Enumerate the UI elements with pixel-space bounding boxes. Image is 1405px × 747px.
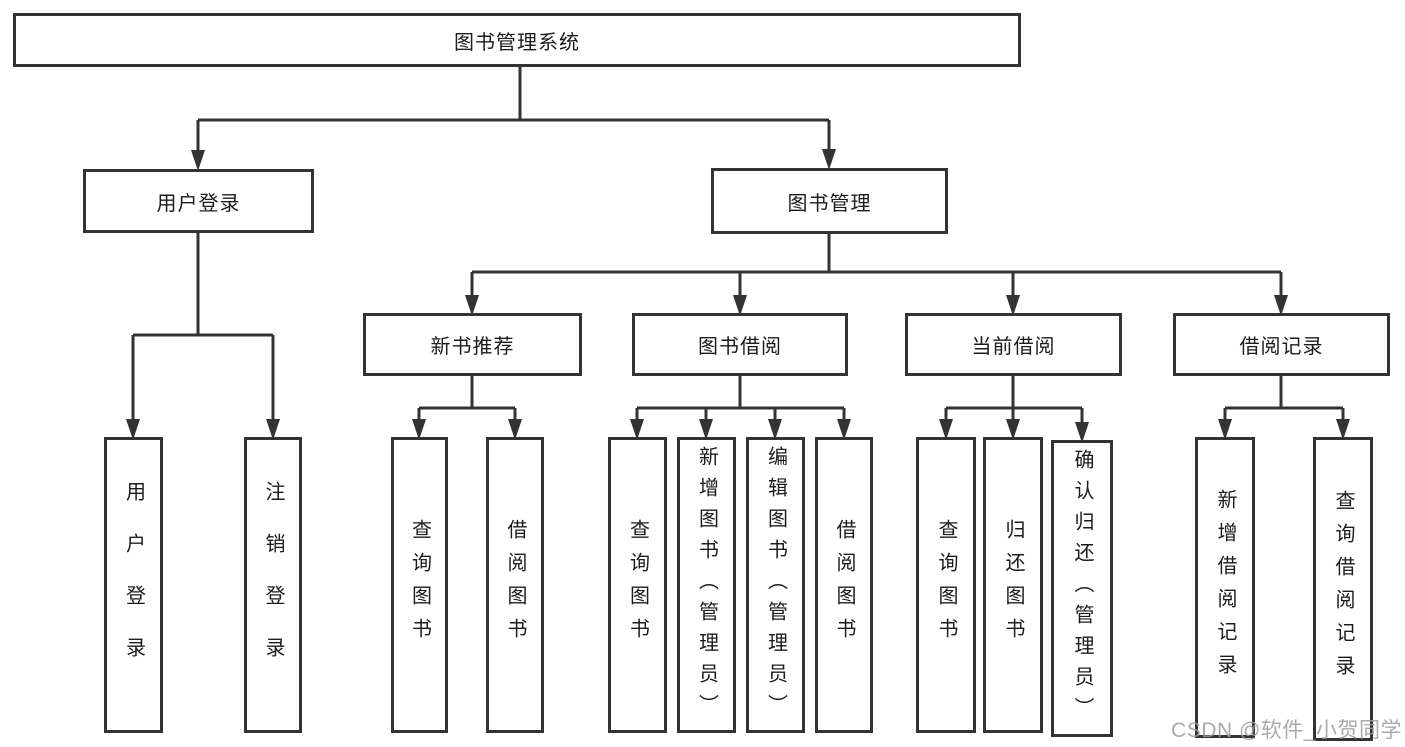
arrowhead-down-icon	[465, 295, 479, 316]
connector-line	[417, 376, 517, 422]
node-book-borrowing: 图书借阅	[632, 313, 848, 376]
node-borrowing-records: 借阅记录	[1173, 313, 1390, 376]
leaf-label: 用户登录	[122, 481, 145, 689]
leaf-label: 查询图书	[626, 519, 649, 651]
arrowhead-down-icon	[508, 419, 522, 440]
leaf-confirm-return-admin: 确认归还（管理员）	[1051, 440, 1113, 737]
leaf-query-borrow-record: 查询借阅记录	[1313, 437, 1373, 741]
leaf-label: 注销登录	[262, 481, 284, 689]
arrowhead-down-icon	[1006, 295, 1020, 316]
node-user-login-group: 用户登录	[83, 169, 314, 233]
leaf-add-book-admin: 新增图书（管理员）	[677, 437, 736, 733]
arrowhead-down-icon	[1274, 295, 1288, 316]
arrowhead-down-icon	[630, 419, 644, 440]
leaf-label: 新增借阅记录	[1214, 488, 1236, 687]
connector-line	[470, 234, 1283, 297]
leaf-label: 确认归还（管理员）	[1071, 449, 1093, 728]
connector-line	[131, 233, 275, 421]
leaf-query-books-recommend: 查询图书	[391, 437, 448, 733]
node-library-management-system: 图书管理系统	[13, 13, 1021, 67]
arrowhead-down-icon	[1336, 419, 1350, 440]
arrowhead-down-icon	[837, 419, 851, 440]
node-current-borrowing: 当前借阅	[905, 313, 1122, 376]
node-book-management: 图书管理	[711, 168, 948, 234]
arrowhead-down-icon	[939, 419, 953, 440]
arrowhead-down-icon	[733, 295, 747, 316]
leaf-add-borrow-record: 新增借阅记录	[1195, 437, 1255, 738]
leaf-label: 借阅图书	[833, 519, 855, 651]
leaf-label: 查询图书	[935, 519, 957, 651]
connector-line	[944, 376, 1084, 424]
arrowhead-down-icon	[126, 419, 140, 440]
connector-line	[635, 376, 846, 422]
leaf-label: 查询借阅记录	[1332, 490, 1354, 688]
leaf-borrow-books: 借阅图书	[815, 437, 873, 733]
leaf-borrow-books-recommend: 借阅图书	[486, 437, 544, 733]
arrowhead-down-icon	[822, 149, 836, 170]
arrowhead-down-icon	[1218, 419, 1232, 440]
connector-line	[1223, 376, 1345, 422]
arrowhead-down-icon	[1075, 422, 1089, 443]
node-new-book-recommend: 新书推荐	[363, 313, 582, 376]
csdn-watermark: CSDN @软件_小贺同学	[1171, 719, 1402, 742]
leaf-return-book: 归还图书	[983, 437, 1043, 733]
leaf-logout: 注销登录	[244, 437, 302, 733]
arrowhead-down-icon	[412, 419, 426, 440]
arrowhead-down-icon	[699, 419, 713, 440]
leaf-query-books-borrowing: 查询图书	[608, 437, 667, 733]
leaf-label: 查询图书	[408, 519, 431, 651]
arrowhead-down-icon	[768, 419, 782, 440]
leaf-label: 新增图书（管理员）	[695, 445, 718, 725]
arrowhead-down-icon	[191, 150, 205, 171]
leaf-label: 归还图书	[1002, 519, 1024, 651]
arrowhead-down-icon	[266, 419, 280, 440]
leaf-label: 借阅图书	[504, 519, 526, 651]
arrowhead-down-icon	[1006, 419, 1020, 440]
leaf-query-books-current: 查询图书	[916, 437, 976, 733]
connector-line	[196, 67, 831, 152]
leaf-edit-book-admin: 编辑图书（管理员）	[746, 437, 805, 733]
leaf-label: 编辑图书（管理员）	[764, 445, 787, 725]
leaf-user-login: 用户登录	[104, 437, 163, 733]
